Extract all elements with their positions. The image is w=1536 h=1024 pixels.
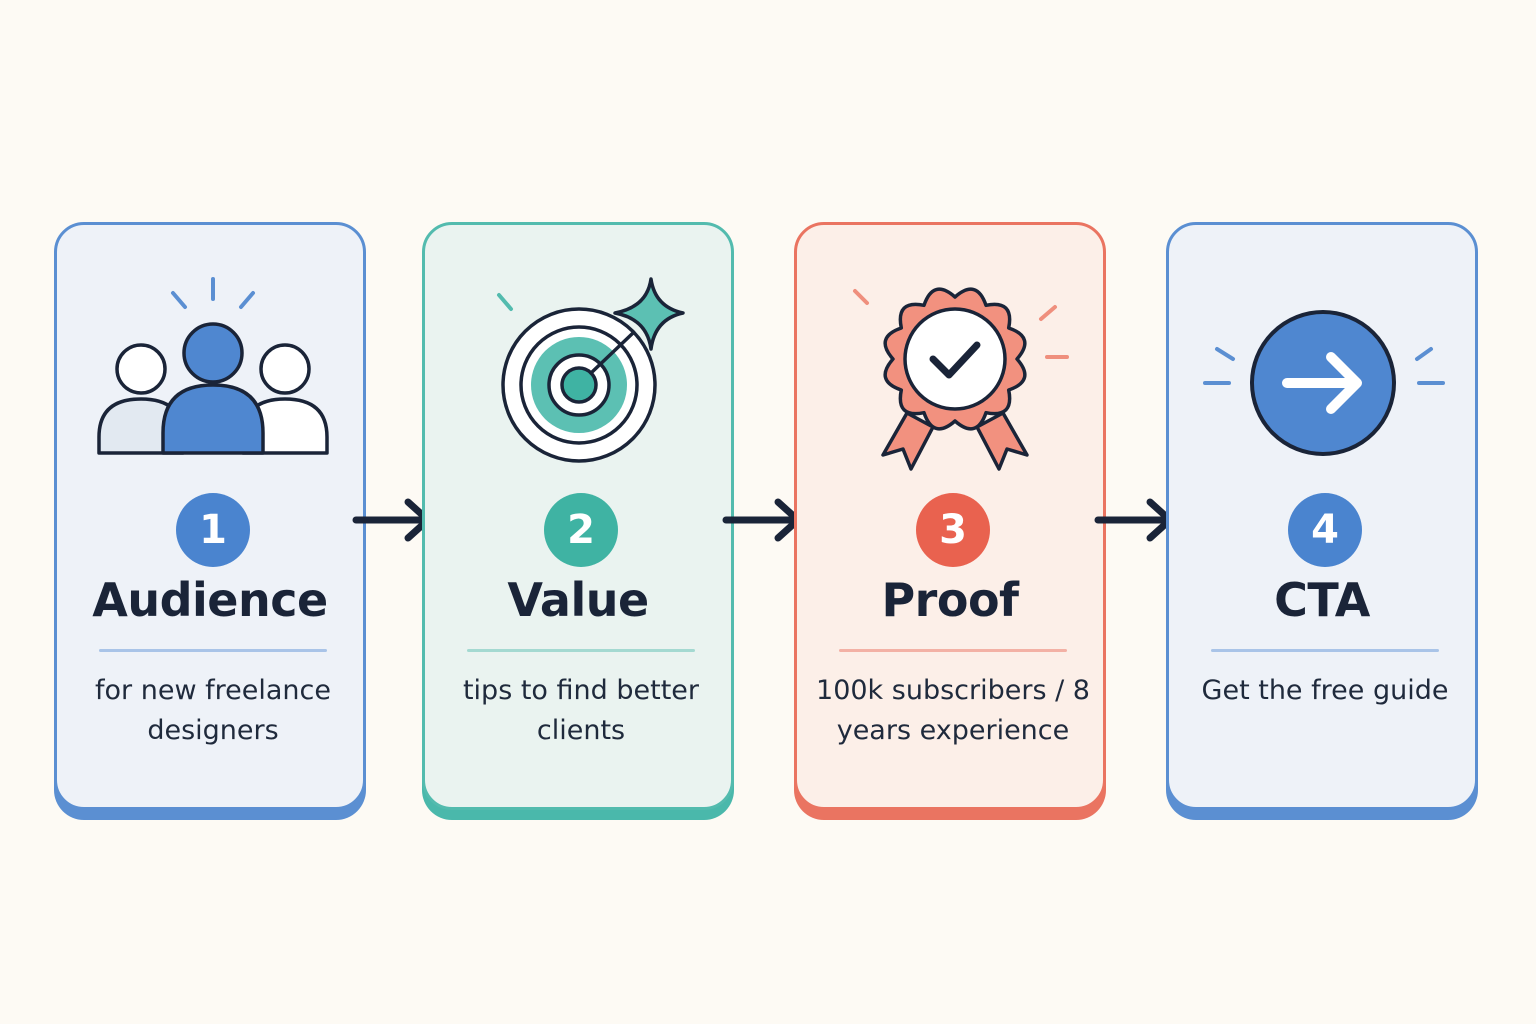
step-card-cta: 4 CTA Get the free guide (1166, 222, 1478, 810)
award-badge-icon (853, 287, 1069, 471)
arrow-circle-icon (1203, 310, 1445, 456)
step-title: Value (507, 573, 649, 627)
step-description: Get the free guide (1201, 675, 1449, 706)
divider (1211, 649, 1439, 652)
step-description: tips to find better clients (462, 675, 700, 746)
step-number-badge: 3 (916, 493, 990, 567)
divider (467, 649, 695, 652)
target-sparkle-icon (497, 277, 685, 463)
step-card-value: 2 Value tips to find better clients (422, 222, 734, 810)
step-title: Proof (881, 573, 1019, 627)
divider (99, 649, 327, 652)
step-description: 100k subscribers / 8 years experience (816, 675, 1090, 746)
step-description: for new freelance designers (95, 675, 331, 746)
divider (839, 649, 1067, 652)
step-title: CTA (1274, 573, 1370, 627)
step-title: Audience (92, 573, 328, 627)
step-card-audience: 1 Audience for new freelance designers (54, 222, 366, 810)
step-number-badge: 2 (544, 493, 618, 567)
audience-group-icon (97, 277, 329, 455)
step-number-badge: 4 (1288, 493, 1362, 567)
step-card-proof: 3 Proof 100k subscribers / 8 years exper… (794, 222, 1106, 810)
step-number-badge: 1 (176, 493, 250, 567)
